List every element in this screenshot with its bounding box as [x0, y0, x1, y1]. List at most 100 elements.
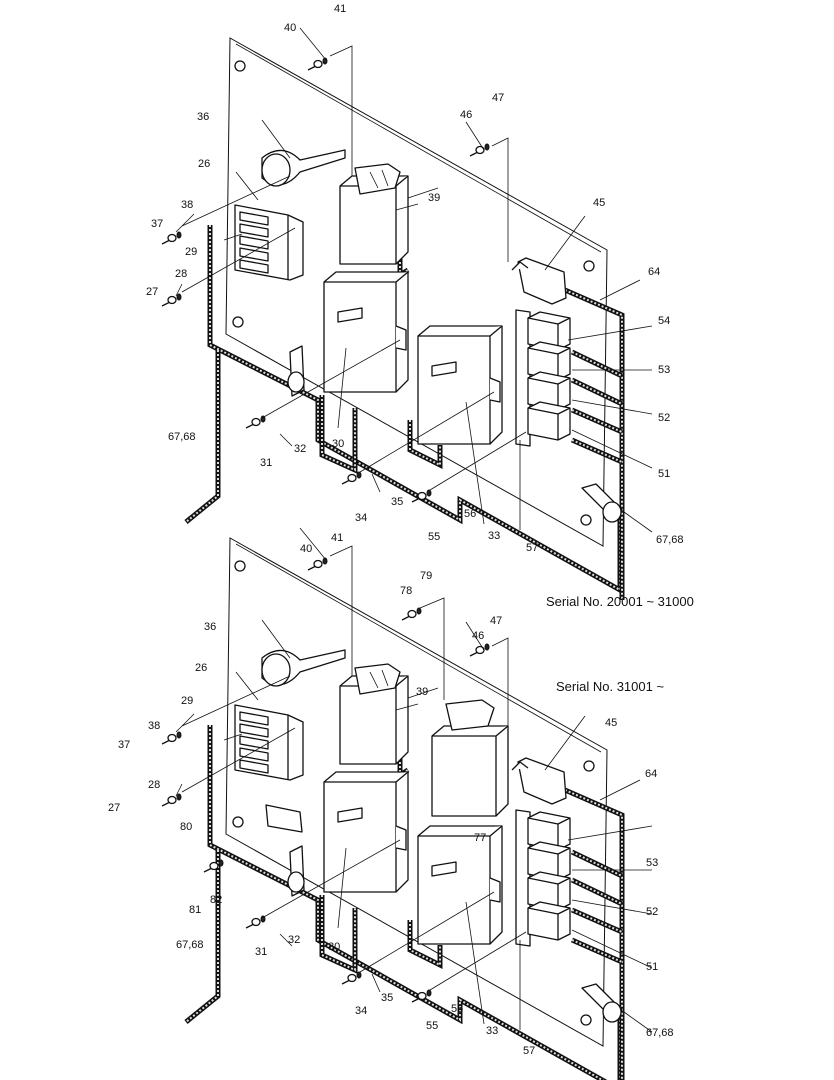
screw-icon: [161, 293, 182, 307]
callout-number: 27: [146, 286, 158, 298]
relay-33: [417, 825, 503, 945]
screw-icon: [469, 643, 490, 657]
callout-number: 40: [284, 22, 296, 34]
callout-number: 53: [646, 857, 658, 869]
callout-number: 26: [198, 158, 210, 170]
callout-number: 51: [646, 961, 658, 973]
callout-number: 55: [426, 1020, 438, 1032]
relay-bracket: [354, 663, 401, 695]
screw-icon: [341, 971, 362, 985]
mount-hole-icon: [580, 514, 592, 526]
callout-number: 32: [294, 443, 306, 455]
washer-icon: [260, 415, 266, 423]
panel-lower: 4041797847463626392938372827456480775352…: [108, 527, 674, 1080]
washer-icon: [176, 793, 182, 801]
serial-label-upper: Serial No. 20001 ~ 31000: [546, 594, 694, 609]
screw-icon: [411, 989, 432, 1003]
mount-hole-icon: [234, 60, 246, 72]
washer-icon: [218, 859, 224, 867]
washer-icon: [356, 471, 362, 479]
callout-number: 52: [658, 412, 670, 424]
relay-33: [417, 325, 503, 445]
screw-icon: [307, 57, 328, 71]
washer-icon: [260, 915, 266, 923]
callout-number: 46: [472, 630, 484, 642]
relay-bracket: [354, 163, 401, 195]
callout-number: 36: [197, 111, 209, 123]
relay-bank: [515, 309, 571, 447]
screw-icon: [161, 231, 182, 245]
callout-number: 46: [460, 109, 472, 121]
panel-upper: 41404746362639383729452827645453525167,6…: [146, 3, 684, 600]
mount-hole-icon: [583, 260, 595, 272]
screw-icon: [411, 489, 432, 503]
washer-icon: [426, 989, 432, 997]
callout-number: 56: [451, 1003, 463, 1015]
screw-icon: [469, 143, 490, 157]
callout-number: 31: [260, 457, 272, 469]
mount-hole-icon: [234, 560, 246, 572]
callout-number: 78: [400, 585, 412, 597]
screw-icon: [341, 471, 362, 485]
callout-number: 81: [189, 904, 201, 916]
relay-bank: [515, 809, 571, 947]
callout-number: 67,68: [168, 431, 196, 443]
callout-number: 67,68: [646, 1027, 674, 1039]
callout-number: 45: [605, 717, 617, 729]
callout-number: 39: [428, 192, 440, 204]
callout-number: 37: [151, 218, 163, 230]
serial-label-lower: Serial No. 31001 ~: [556, 679, 664, 694]
callout-number: 54: [658, 315, 670, 327]
callout-number: 67,68: [656, 534, 684, 546]
callout-number: 39: [416, 686, 428, 698]
callout-number: 35: [391, 496, 403, 508]
callout-number: 33: [488, 530, 500, 542]
callout-number: 52: [646, 906, 658, 918]
screw-icon: [401, 607, 422, 621]
washer-icon: [484, 143, 490, 151]
washer-icon: [484, 643, 490, 651]
screw-icon: [161, 793, 182, 807]
mount-hole-icon: [232, 316, 244, 328]
callout-number: 77: [474, 832, 486, 844]
callout-number: 26: [195, 662, 207, 674]
callout-number: 45: [593, 197, 605, 209]
screw-icon: [245, 415, 266, 429]
callout-number: 57: [526, 542, 538, 554]
callout-number: 55: [428, 531, 440, 543]
callout-number: 37: [118, 739, 130, 751]
callout-number: 38: [181, 199, 193, 211]
callout-number: 29: [181, 695, 193, 707]
callout-number: 27: [108, 802, 120, 814]
screw-icon: [161, 731, 182, 745]
callout-number: 64: [648, 266, 660, 278]
callout-number: 41: [331, 532, 343, 544]
callout-number: 30: [332, 438, 344, 450]
callout-number: 29: [185, 246, 197, 258]
screw-icon: [245, 915, 266, 929]
screw-icon: [203, 859, 224, 873]
washer-icon: [176, 231, 182, 239]
callout-number: 79: [420, 570, 432, 582]
callout-number: 57: [523, 1045, 535, 1057]
relay-45: [517, 257, 567, 305]
washer-icon: [176, 293, 182, 301]
callout-number: 34: [355, 512, 367, 524]
relay-30: [323, 771, 409, 893]
relay-77: [431, 725, 509, 817]
callout-number: 40: [300, 543, 312, 555]
relay-30: [323, 271, 409, 393]
callout-number: 28: [148, 779, 160, 791]
callout-number: 36: [204, 621, 216, 633]
callout-number: 32: [288, 934, 300, 946]
callout-number: 35: [381, 992, 393, 1004]
callout-number: 56: [464, 508, 476, 520]
screw-icon: [307, 557, 328, 571]
mount-hole-icon: [583, 760, 595, 772]
callout-number: 38: [148, 720, 160, 732]
callout-number: 41: [334, 3, 346, 15]
callout-number: 51: [658, 468, 670, 480]
callout-number: 67,68: [176, 939, 204, 951]
callout-number: 47: [490, 615, 502, 627]
